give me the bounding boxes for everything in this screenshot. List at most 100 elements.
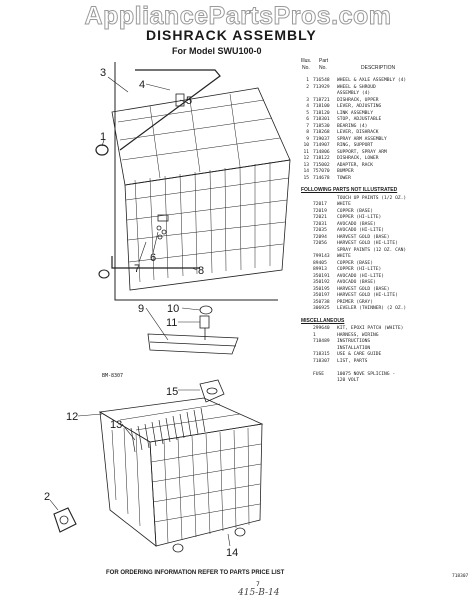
callout-12: 12: [66, 411, 78, 423]
part-number: 713929: [313, 84, 330, 90]
callout-6: 6: [150, 252, 156, 264]
illus-number: 10: [303, 143, 309, 148]
part-description: COPPER (BASE): [337, 260, 373, 266]
part-number: FUSE: [313, 371, 325, 377]
part-number: 350738: [313, 299, 330, 305]
watermark: AppliancePartsPros.com: [84, 2, 392, 31]
part-description: ASSEMBLY (4): [337, 91, 371, 96]
list-item: 8 718268 LEVER, DISHRACK: [301, 130, 471, 137]
part-number: 718530: [313, 123, 330, 129]
illus-number: 5: [306, 110, 309, 116]
part-description: LEVER, DISHRACK: [337, 130, 379, 135]
part-description: AVOCADO (HI-LITE): [337, 273, 385, 279]
part-number: 718268: [313, 130, 330, 135]
part-number: 799143: [313, 254, 330, 259]
part-description: RING, SUPPORT: [337, 143, 373, 148]
part-description: LEVELER (THINNER) (2 OZ.): [337, 306, 407, 311]
part-number: 350197: [313, 293, 330, 298]
ordering-footer: FOR ORDERING INFORMATION REFER TO PARTS …: [106, 570, 285, 576]
list-item: 350195 HARVEST GOLD (BASE): [301, 287, 471, 294]
lower-rack-front: [149, 423, 263, 547]
part-description: PRIMER (GRAY): [337, 299, 373, 305]
illus-number: 12: [303, 156, 309, 161]
part-description: AVOCADO (BASE): [337, 280, 376, 285]
callout-10: 10: [167, 303, 179, 315]
upper-rack-body: [124, 159, 291, 291]
illus-number: 8: [306, 130, 309, 135]
illus-number: 4: [306, 104, 309, 109]
list-item: 72021 COPPER (HI-LITE): [301, 215, 471, 222]
part-description: AVOCADO (BASE): [337, 221, 376, 227]
part-description: WHITE: [337, 254, 351, 259]
part-number: 718315: [313, 352, 330, 357]
header-description: DESCRIPTION: [361, 65, 396, 71]
part-description: ADAPTER, RACK: [337, 162, 373, 168]
part-description: USE & CARE GUIDE: [337, 352, 382, 357]
list-item: INSTALLATION: [301, 346, 471, 353]
part-description: COPPER (HI-LITE): [337, 267, 382, 272]
part-description: BEARING (4): [337, 123, 368, 129]
part-number: 72031: [313, 221, 327, 227]
illus-number: 3: [306, 97, 309, 103]
part-number: 718489: [313, 339, 330, 344]
illus-number: 15: [303, 175, 309, 181]
callout-4: 4: [139, 79, 145, 91]
model-subtitle: For Model SWU100-0: [172, 46, 262, 56]
tower: [199, 379, 225, 403]
part-number: 72021: [313, 215, 327, 220]
part-number: 350195: [313, 286, 330, 292]
part-number: 72035: [313, 228, 327, 233]
part-number: 72094: [313, 234, 327, 240]
part-description: WHITE: [337, 202, 351, 207]
part-description: COPPER (HI-LITE): [337, 215, 382, 220]
part-number: 89913: [313, 267, 327, 272]
wheel-shroud: [53, 507, 77, 533]
part-number: 719037: [313, 136, 330, 142]
list-item: 120 VOLT: [301, 378, 471, 385]
table-header: Illus. No. Part No. DESCRIPTION: [301, 58, 471, 78]
link-assembly: [175, 93, 185, 107]
list-item: SPRAY PAINTS (12 OZ. CAN): [301, 248, 471, 255]
callout-14: 14: [226, 547, 238, 559]
part-description: HARNESS, WIRING: [337, 332, 379, 338]
part-number: 72056: [313, 241, 327, 246]
callout-2: 2: [44, 491, 50, 503]
page-number: 7: [256, 581, 260, 588]
part-description: SPRAY ARM ASSEMBLY: [337, 136, 387, 142]
header-no: No.: [302, 65, 310, 71]
callout-15: 15: [166, 386, 178, 398]
section-not-illustrated: FOLLOWING PARTS NOT ILLUSTRATED: [301, 187, 398, 193]
list-item: 72031 AVOCADO (BASE): [301, 222, 471, 229]
part-description: HARVEST GOLD (BASE): [337, 286, 390, 292]
callout-13: 13: [110, 419, 122, 431]
illus-number: 2: [306, 84, 309, 90]
spray-arm: [147, 333, 239, 355]
callout-5: 5: [186, 95, 192, 107]
drawing-reference: BM-8307: [102, 373, 124, 379]
dishrack-lever: [111, 256, 200, 269]
part-number: 718721: [313, 97, 330, 103]
part-number: 1: [313, 332, 316, 338]
list-item: 350738 PRIMER (GRAY): [301, 300, 471, 307]
illus-number: 6: [306, 117, 309, 122]
header-part: Part: [319, 58, 329, 64]
